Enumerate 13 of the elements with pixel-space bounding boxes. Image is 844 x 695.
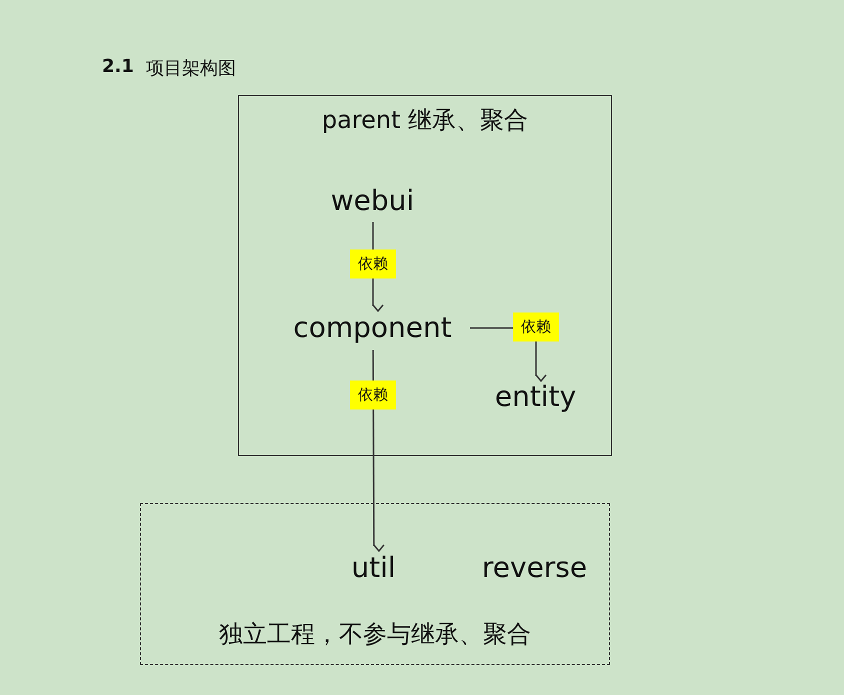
edge-label: 依赖	[350, 380, 396, 410]
module-label: reverse	[474, 546, 596, 590]
group-box	[238, 95, 612, 456]
module-label: component	[276, 306, 470, 350]
group-note: 独立工程，不参与继承、聚合	[218, 619, 532, 650]
module-label: util	[342, 546, 404, 590]
group-heading: parent 继承、聚合	[320, 105, 530, 136]
dashed-group-box	[140, 503, 610, 665]
module-label: entity	[488, 376, 584, 418]
edge-label: 依赖	[513, 312, 559, 342]
module-label: webui	[322, 180, 424, 222]
edge-label: 依赖	[350, 250, 396, 278]
section-title: 2.1 项目架构图	[102, 56, 236, 80]
